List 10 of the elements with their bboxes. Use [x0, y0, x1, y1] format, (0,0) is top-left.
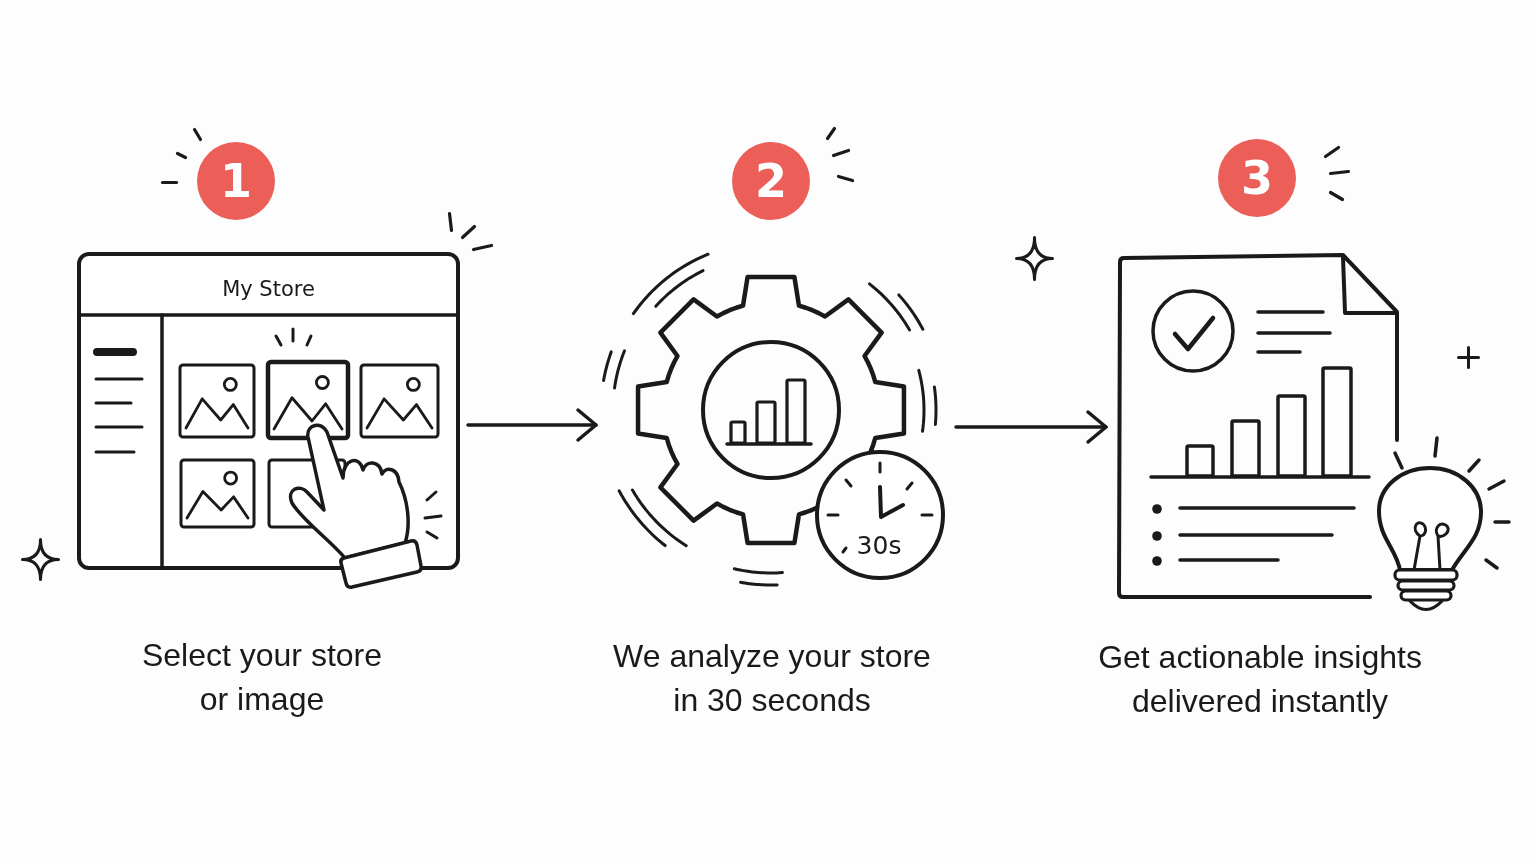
step-caption: We analyze your store in 30 seconds	[612, 637, 932, 720]
arrow	[954, 410, 1108, 444]
step-number-badge: 2	[732, 142, 810, 220]
step-number-badge: 3	[1218, 139, 1296, 217]
step-caption: Select your store or image	[140, 636, 384, 719]
window-title: My Store	[222, 276, 315, 302]
step-caption: Get actionable insights delivered instantly	[1097, 638, 1423, 721]
arrow	[466, 408, 598, 442]
step-number-badge: 1	[197, 142, 275, 220]
timer-label: 30s	[856, 531, 902, 561]
